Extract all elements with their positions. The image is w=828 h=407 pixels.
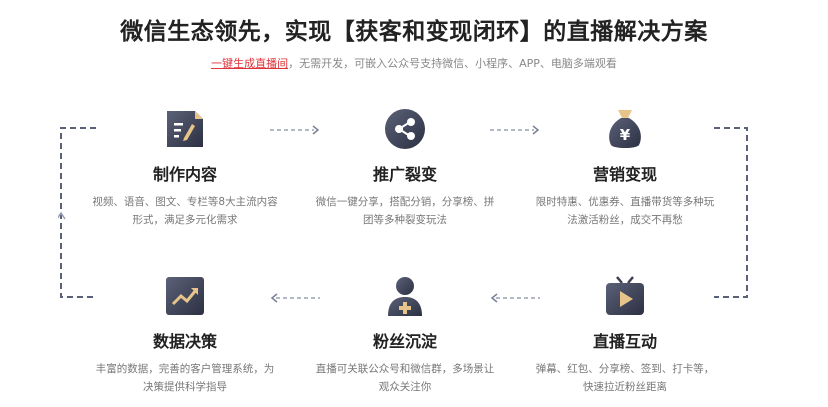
card-title: 营销变现 bbox=[592, 165, 657, 184]
card-promote: 推广裂变 微信一键分享，搭配分销，分享榜、拼团等多种裂变玩法 bbox=[305, 107, 505, 229]
flow-arrow-right bbox=[270, 125, 320, 135]
card-desc: 视频、语音、图文、专栏等8大主流内容形式，满足多元化需求 bbox=[92, 196, 278, 226]
card-desc: 微信一键分享，搭配分销，分享榜、拼团等多种裂变玩法 bbox=[315, 196, 495, 226]
card-make-content: 制作内容 视频、语音、图文、专栏等8大主流内容形式，满足多元化需求 bbox=[85, 107, 285, 229]
flow-bracket-right bbox=[712, 125, 752, 305]
card-desc: 限时特惠、优惠券、直播带货等多种玩法激活粉丝，成交不再愁 bbox=[535, 196, 715, 226]
money-bag-icon: ¥ bbox=[603, 107, 647, 151]
svg-text:¥: ¥ bbox=[620, 126, 631, 144]
page-title: 微信生态领先，实现【获客和变现闭环】的直播解决方案 bbox=[120, 19, 708, 45]
edit-document-icon bbox=[163, 107, 207, 151]
card-data-decision: 数据决策 丰富的数据，完善的客户管理系统，为决策提供科学指导 bbox=[85, 274, 285, 396]
trend-chart-icon bbox=[163, 274, 207, 318]
flow-arrow-left bbox=[490, 293, 540, 303]
card-title: 推广裂变 bbox=[372, 165, 437, 184]
card-title: 数据决策 bbox=[152, 332, 217, 351]
card-desc: 弹幕、红包、分享榜、签到、打卡等，快速拉近粉丝距离 bbox=[535, 363, 715, 393]
card-monetize: ¥ 营销变现 限时特惠、优惠券、直播带货等多种玩法激活粉丝，成交不再愁 bbox=[525, 107, 725, 229]
card-desc: 丰富的数据，完善的客户管理系统，为决策提供科学指导 bbox=[95, 363, 275, 393]
card-title: 制作内容 bbox=[152, 165, 217, 184]
card-interaction: 直播互动 弹幕、红包、分享榜、签到、打卡等，快速拉近粉丝距离 bbox=[525, 274, 725, 396]
card-desc: 直播可关联公众号和微信群，多场景让观众关注你 bbox=[315, 363, 495, 393]
card-fans: 粉丝沉淀 直播可关联公众号和微信群，多场景让观众关注你 bbox=[305, 274, 505, 396]
tv-play-icon bbox=[603, 274, 647, 318]
subtitle-text: ，无需开发，可嵌入公众号支持微信、小程序、APP、电脑多端观看 bbox=[288, 57, 617, 70]
flow-arrow-left bbox=[270, 293, 320, 303]
share-icon bbox=[383, 107, 427, 151]
flow-bracket-left bbox=[58, 125, 98, 305]
page-subtitle: 一键生成直播间，无需开发，可嵌入公众号支持微信、小程序、APP、电脑多端观看 bbox=[0, 55, 828, 71]
add-user-icon bbox=[383, 274, 427, 318]
flow-arrow-right bbox=[490, 125, 540, 135]
create-live-room-link[interactable]: 一键生成直播间 bbox=[211, 57, 289, 70]
card-title: 粉丝沉淀 bbox=[372, 332, 437, 351]
card-title: 直播互动 bbox=[592, 332, 657, 351]
